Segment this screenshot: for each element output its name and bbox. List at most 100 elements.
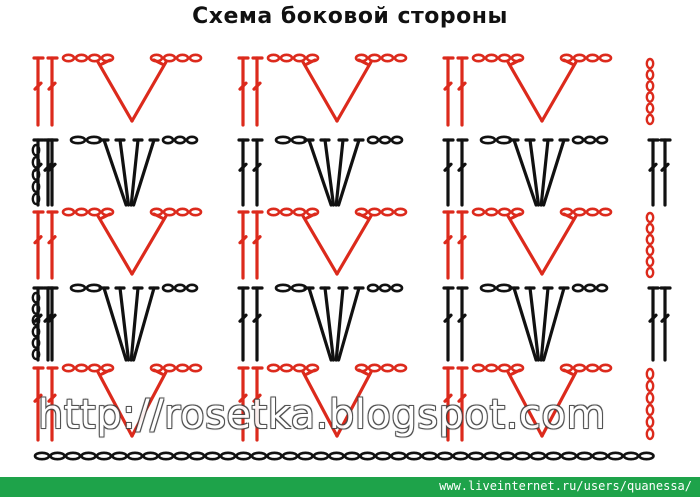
w-fan-stroke bbox=[539, 138, 550, 207]
foundation-chain bbox=[622, 451, 640, 461]
chain-stitch bbox=[393, 363, 408, 373]
v-fan-tick bbox=[305, 212, 317, 220]
w-fan-stroke bbox=[132, 138, 156, 207]
chain-stitch bbox=[188, 53, 203, 63]
chain-stitch bbox=[497, 207, 512, 217]
chain-stitch bbox=[185, 135, 199, 145]
chain-stitch bbox=[572, 207, 587, 217]
foundation-chain bbox=[312, 451, 330, 461]
chain-stitch bbox=[598, 53, 613, 63]
turning-chain bbox=[645, 113, 655, 126]
chain-stitch bbox=[583, 135, 597, 145]
v-fan-right bbox=[540, 370, 578, 438]
chain-stitch bbox=[393, 53, 408, 63]
chain-stitch bbox=[380, 207, 395, 217]
turning-chain bbox=[31, 155, 41, 169]
foundation-chain bbox=[266, 451, 283, 461]
double-crochet-slash bbox=[457, 393, 467, 403]
chain-stitch bbox=[87, 53, 102, 63]
double-crochet-slash bbox=[648, 162, 658, 172]
chain-stitch bbox=[162, 53, 177, 63]
double-crochet-slash bbox=[238, 313, 248, 323]
chain-stitch bbox=[366, 135, 380, 145]
v-fan-tick bbox=[100, 58, 112, 66]
w-fan-stroke bbox=[118, 138, 131, 207]
chain-stitch bbox=[471, 207, 486, 217]
double-crochet-slash bbox=[238, 393, 248, 403]
double-crochet-slash bbox=[238, 162, 248, 172]
chain-stitch bbox=[292, 207, 307, 217]
v-fan-tick bbox=[152, 212, 164, 220]
v-fan-tick bbox=[510, 212, 522, 220]
foundation-chain bbox=[126, 451, 144, 461]
v-fan-right bbox=[130, 60, 168, 123]
double-crochet-slash bbox=[660, 162, 670, 172]
double-crochet-slash bbox=[47, 162, 57, 172]
w-fan-stroke bbox=[129, 138, 140, 207]
v-fan-tick bbox=[152, 368, 164, 376]
v-fan-tick bbox=[510, 58, 522, 66]
chain-stitch bbox=[367, 363, 382, 373]
w-fan-stroke bbox=[307, 286, 333, 362]
w-fan-stroke bbox=[541, 138, 566, 207]
double-crochet-slash bbox=[443, 393, 453, 403]
double-crochet-slash bbox=[443, 81, 453, 91]
w-fan-stroke bbox=[129, 286, 140, 362]
foundation-chain bbox=[390, 451, 407, 461]
v-fan-right bbox=[130, 214, 168, 276]
double-crochet-slash bbox=[47, 313, 57, 323]
v-fan-right bbox=[130, 370, 168, 438]
double-crochet-slash bbox=[238, 235, 248, 245]
foundation-chain bbox=[545, 451, 562, 461]
w-fan-stroke bbox=[528, 138, 541, 207]
v-fan-tick bbox=[357, 58, 369, 66]
chain-stitch bbox=[274, 283, 292, 293]
turning-chain bbox=[645, 403, 655, 417]
v-fan-tick bbox=[562, 212, 574, 220]
chain-stitch bbox=[266, 363, 281, 373]
foundation-chain bbox=[405, 451, 423, 461]
chain-stitch bbox=[572, 53, 587, 63]
turning-chain bbox=[645, 244, 655, 257]
w-fan-stroke bbox=[323, 138, 336, 207]
w-fan-stroke bbox=[307, 138, 333, 207]
chain-stitch bbox=[173, 135, 187, 145]
chain-stitch bbox=[497, 363, 512, 373]
v-fan-left bbox=[96, 214, 134, 276]
chain-stitch bbox=[185, 283, 199, 293]
double-crochet-slash bbox=[443, 162, 453, 172]
v-fan-tick bbox=[305, 368, 317, 376]
chain-stitch bbox=[571, 135, 585, 145]
v-fan-tick bbox=[510, 368, 522, 376]
chain-stitch bbox=[484, 53, 499, 63]
v-fan-left bbox=[506, 60, 544, 123]
foundation-chain bbox=[250, 451, 268, 461]
chain-stitch bbox=[173, 283, 187, 293]
chain-stitch bbox=[390, 135, 404, 145]
v-fan-tick bbox=[100, 212, 112, 220]
v-fan-right bbox=[335, 214, 373, 276]
double-crochet-slash bbox=[252, 162, 262, 172]
turning-chain bbox=[645, 379, 655, 393]
foundation-chain bbox=[607, 451, 624, 461]
v-fan-tick bbox=[357, 212, 369, 220]
chain-stitch bbox=[471, 363, 486, 373]
foundation-chain bbox=[157, 451, 175, 461]
foundation-chain bbox=[64, 451, 82, 461]
chain-stitch bbox=[479, 135, 497, 145]
turning-chain bbox=[31, 303, 41, 315]
foundation-chain bbox=[80, 451, 97, 461]
turning-chain bbox=[31, 168, 41, 181]
chain-stitch bbox=[572, 363, 587, 373]
chain-stitch bbox=[393, 207, 408, 217]
chain-stitch bbox=[162, 363, 177, 373]
crochet-diagram bbox=[31, 53, 672, 461]
double-crochet-slash bbox=[47, 235, 57, 245]
turning-chain bbox=[645, 266, 655, 279]
v-fan-right bbox=[540, 60, 578, 123]
double-crochet-slash bbox=[47, 81, 57, 91]
turning-chain bbox=[645, 222, 655, 235]
v-fan-left bbox=[301, 214, 339, 276]
v-fan-left bbox=[506, 370, 544, 438]
chain-stitch bbox=[162, 207, 177, 217]
